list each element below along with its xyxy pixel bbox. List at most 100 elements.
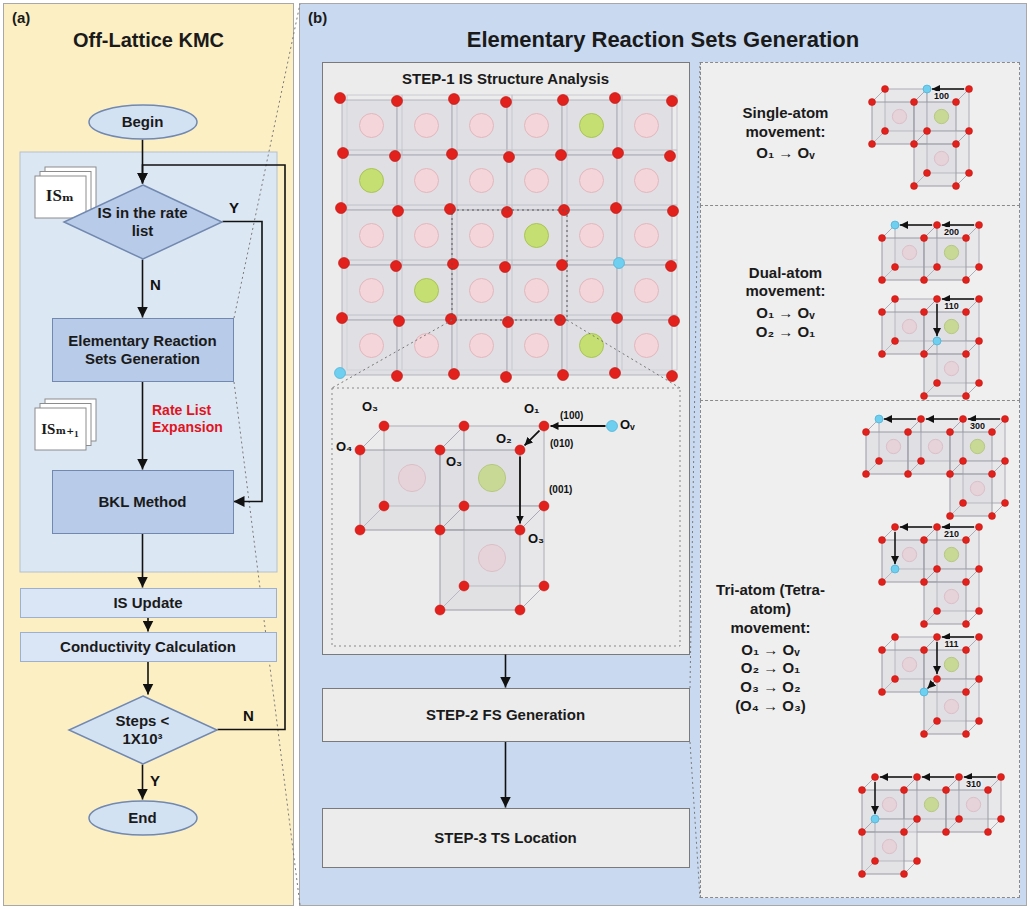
movement-arrow — [942, 636, 974, 638]
node-text: Elementary Reaction Sets Generation — [58, 332, 228, 368]
oxygen-dot — [869, 141, 876, 148]
oxygen-dot — [859, 829, 866, 836]
oxygen-dot — [1002, 458, 1009, 465]
document-stack: ISₘ₊₁ — [34, 398, 98, 452]
dopant-sphere — [525, 224, 549, 248]
cation-sphere — [470, 224, 494, 248]
oxygen-dot — [963, 277, 970, 284]
callout-number: (010) — [550, 438, 573, 449]
lattice-cell — [507, 320, 562, 375]
label-wrap: O₂ — [496, 432, 512, 446]
oxygen-dot — [963, 351, 970, 358]
oxygen-dot — [379, 501, 389, 511]
lattice-cell — [507, 155, 562, 210]
label-wrap: O₃ — [528, 532, 544, 546]
oxygen-dot — [872, 774, 879, 781]
oxygen-dot — [947, 513, 954, 520]
oxygen-dot — [892, 264, 899, 271]
oxygen-dot — [339, 258, 350, 269]
reaction-formula: O₂ → O₁ — [741, 659, 801, 678]
oxygen-dot — [539, 501, 549, 511]
oxygen-dot — [500, 262, 511, 273]
label-wrap: Rate List Expansion — [152, 402, 238, 436]
ellipse-shape — [89, 105, 197, 139]
oxygen-dot — [934, 296, 941, 303]
movement-arrow — [932, 88, 964, 90]
text-wrap: Steps < 1X10³ — [68, 695, 218, 765]
oxygen-dot — [924, 170, 931, 177]
movement-arrow — [525, 431, 540, 446]
zoom-line — [690, 742, 700, 898]
oxygen-dot — [976, 338, 983, 345]
oxygen-dot — [435, 605, 445, 615]
oxygen-dot — [934, 264, 941, 271]
panel-letter: (a) — [12, 9, 30, 27]
oxygen-dot — [901, 871, 908, 878]
inset-frame — [332, 388, 680, 646]
cation-sphere — [415, 224, 439, 248]
movement-arrow — [928, 683, 934, 689]
oxygen-dot — [921, 351, 928, 358]
label-wrap: O₃ — [362, 400, 378, 414]
oxygen-dot — [921, 309, 928, 316]
oxygen-dot — [869, 99, 876, 106]
oxygen-dot — [914, 774, 921, 781]
oxygen-dot — [998, 816, 1005, 823]
text-wrap: ISₘ₊₁ — [34, 398, 98, 452]
panel-letter: (b) — [308, 9, 327, 27]
oxygen-dot — [515, 525, 525, 535]
node-text: IS in the rate list — [95, 204, 191, 240]
lattice-cell — [507, 265, 562, 320]
cation-sphere — [360, 334, 384, 358]
oxygen-dot — [449, 94, 460, 105]
label-wrap: O₄ — [336, 440, 352, 454]
label-wrap: 300 — [969, 421, 986, 431]
oxygen-dot — [943, 787, 950, 794]
oxygen-dot — [963, 579, 970, 586]
node-text: ISₘ — [46, 186, 74, 206]
oxygen-dot — [921, 731, 928, 738]
cation-sphere — [415, 114, 439, 138]
oxygen-dot — [669, 316, 680, 327]
cube-front — [908, 432, 950, 474]
movement-arrow — [880, 776, 912, 778]
oxygen-dot — [905, 471, 912, 478]
text-wrap: IS in the rate list — [63, 184, 223, 260]
oxygen-dot — [911, 183, 918, 190]
oxygen-dot — [998, 774, 1005, 781]
text-wrap: STEP-2 FS Generation — [323, 689, 689, 741]
edge-label: N — [150, 276, 170, 294]
cube-front — [924, 354, 966, 396]
oxygen-dot — [610, 368, 621, 379]
dopant-sphere — [360, 169, 384, 193]
oxygen-dot — [435, 445, 445, 455]
vacancy-dot — [607, 421, 618, 432]
label-wrap: O₁ — [524, 402, 540, 416]
lattice-cell — [452, 155, 507, 210]
cation-sphere — [525, 279, 549, 303]
oxygen-dot — [934, 634, 941, 641]
oxygen-dot — [976, 222, 983, 229]
oxygen-dot — [338, 148, 349, 159]
oxygen-dot — [921, 621, 928, 628]
oxygen-dot — [859, 787, 866, 794]
oxygen-dot — [611, 203, 622, 214]
lattice-cell — [397, 210, 452, 265]
lattice-cell — [397, 320, 452, 375]
lattice-cell — [507, 100, 562, 155]
node-text: ISₘ₊₁ — [41, 420, 79, 438]
oxygen-dot — [914, 858, 921, 865]
lattice-cell — [562, 155, 617, 210]
edge-label: Y — [229, 199, 249, 217]
label-wrap: Oᵥ — [620, 418, 635, 432]
movement-arrow — [926, 418, 958, 420]
callout-number: 210 — [943, 529, 960, 539]
oxygen-dot — [892, 634, 899, 641]
zoom-line — [234, 4, 300, 318]
movement-arrow — [964, 776, 996, 778]
atom-label: Oᵥ — [620, 418, 635, 432]
oxygen-dot — [989, 513, 996, 520]
atom-label: O₄ — [336, 440, 352, 454]
terminal-ellipse: Begin — [88, 104, 198, 140]
oxygen-dot — [963, 537, 970, 544]
